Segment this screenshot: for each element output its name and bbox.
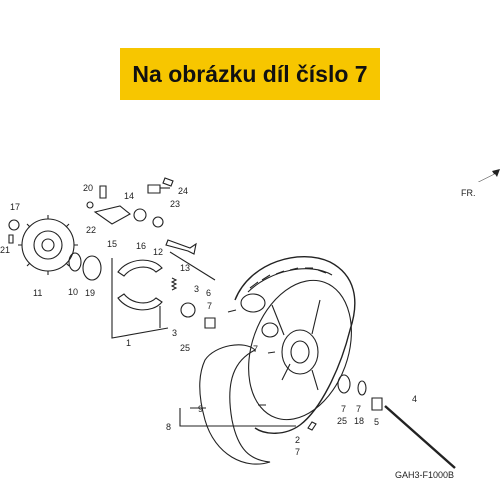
bearing-drawing [180, 302, 196, 318]
callout-22: 22 [86, 225, 96, 235]
callout-19: 19 [85, 288, 95, 298]
callout-3b: 3 [172, 328, 177, 338]
callout-13: 13 [180, 263, 190, 273]
brake-cam-drawing [165, 239, 197, 255]
callout-7d: 7 [356, 404, 361, 414]
callout-numbers: 1 2 3 3 4 5 6 7 7 7 7 7 8 9 10 11 12 13 … [0, 183, 417, 457]
bearing-right-drawing [337, 374, 351, 394]
callout-7b: 7 [253, 344, 258, 354]
callout-17: 17 [10, 202, 20, 212]
callout-16: 16 [136, 241, 146, 251]
seal-drawing [68, 252, 82, 272]
leader-lines [227, 309, 276, 406]
direction-label: FR. [461, 188, 476, 198]
valve-drawing [307, 421, 317, 431]
callout-7a: 7 [207, 301, 212, 311]
callout-8: 8 [166, 422, 171, 432]
part-14-drawing [147, 184, 161, 194]
callout-5: 5 [374, 417, 379, 427]
callout-7e: 7 [295, 447, 300, 457]
wheel-rim-drawing [248, 279, 352, 421]
callout-2: 2 [295, 435, 300, 445]
axle-drawing [384, 405, 456, 469]
callout-14: 14 [124, 191, 134, 201]
collar-drawing [204, 317, 216, 329]
callout-bracket-1 [111, 258, 169, 339]
callout-bracket-8-9 [179, 407, 296, 427]
callout-3a: 3 [194, 284, 199, 294]
spacer-5-drawing [371, 397, 383, 411]
callout-25b: 25 [337, 416, 347, 426]
callout-4: 4 [412, 394, 417, 404]
callout-23: 23 [170, 199, 180, 209]
callout-15: 15 [107, 239, 117, 249]
bolt-20-drawing [99, 185, 107, 199]
part-number-banner: Na obrázku díl číslo 7 [120, 48, 380, 100]
callout-1: 1 [126, 338, 131, 348]
washer-22-drawing [86, 201, 94, 209]
banner-text: Na obrázku díl číslo 7 [132, 60, 368, 87]
callout-6: 6 [206, 288, 211, 298]
diagram-code: GAH3-F1000B [395, 470, 454, 480]
nut-17-drawing [8, 219, 20, 231]
callout-11: 11 [33, 288, 42, 298]
callout-18: 18 [354, 416, 364, 426]
part-24-drawing [162, 177, 174, 187]
callout-12: 12 [153, 247, 163, 257]
callout-24: 24 [178, 186, 188, 196]
front-direction-arrow [478, 169, 500, 182]
callout-21: 21 [0, 245, 10, 255]
washer-16-drawing [133, 208, 147, 222]
callout-9: 9 [198, 404, 203, 414]
callout-bracket-top [169, 251, 216, 281]
brake-arm-drawing [93, 205, 131, 225]
callout-20: 20 [83, 183, 93, 193]
bolt-21-drawing [8, 234, 14, 244]
callout-10: 10 [68, 287, 78, 297]
brake-panel-drawing [18, 215, 78, 275]
spring-drawing [170, 277, 178, 291]
callout-25a: 25 [180, 343, 190, 353]
nut-12-drawing [152, 216, 164, 228]
inner-tube-drawing [199, 344, 271, 465]
brake-shoes-drawing [117, 259, 163, 311]
ring-drawing [82, 255, 102, 281]
seal-right-drawing [357, 380, 367, 396]
callout-7c: 7 [341, 404, 346, 414]
